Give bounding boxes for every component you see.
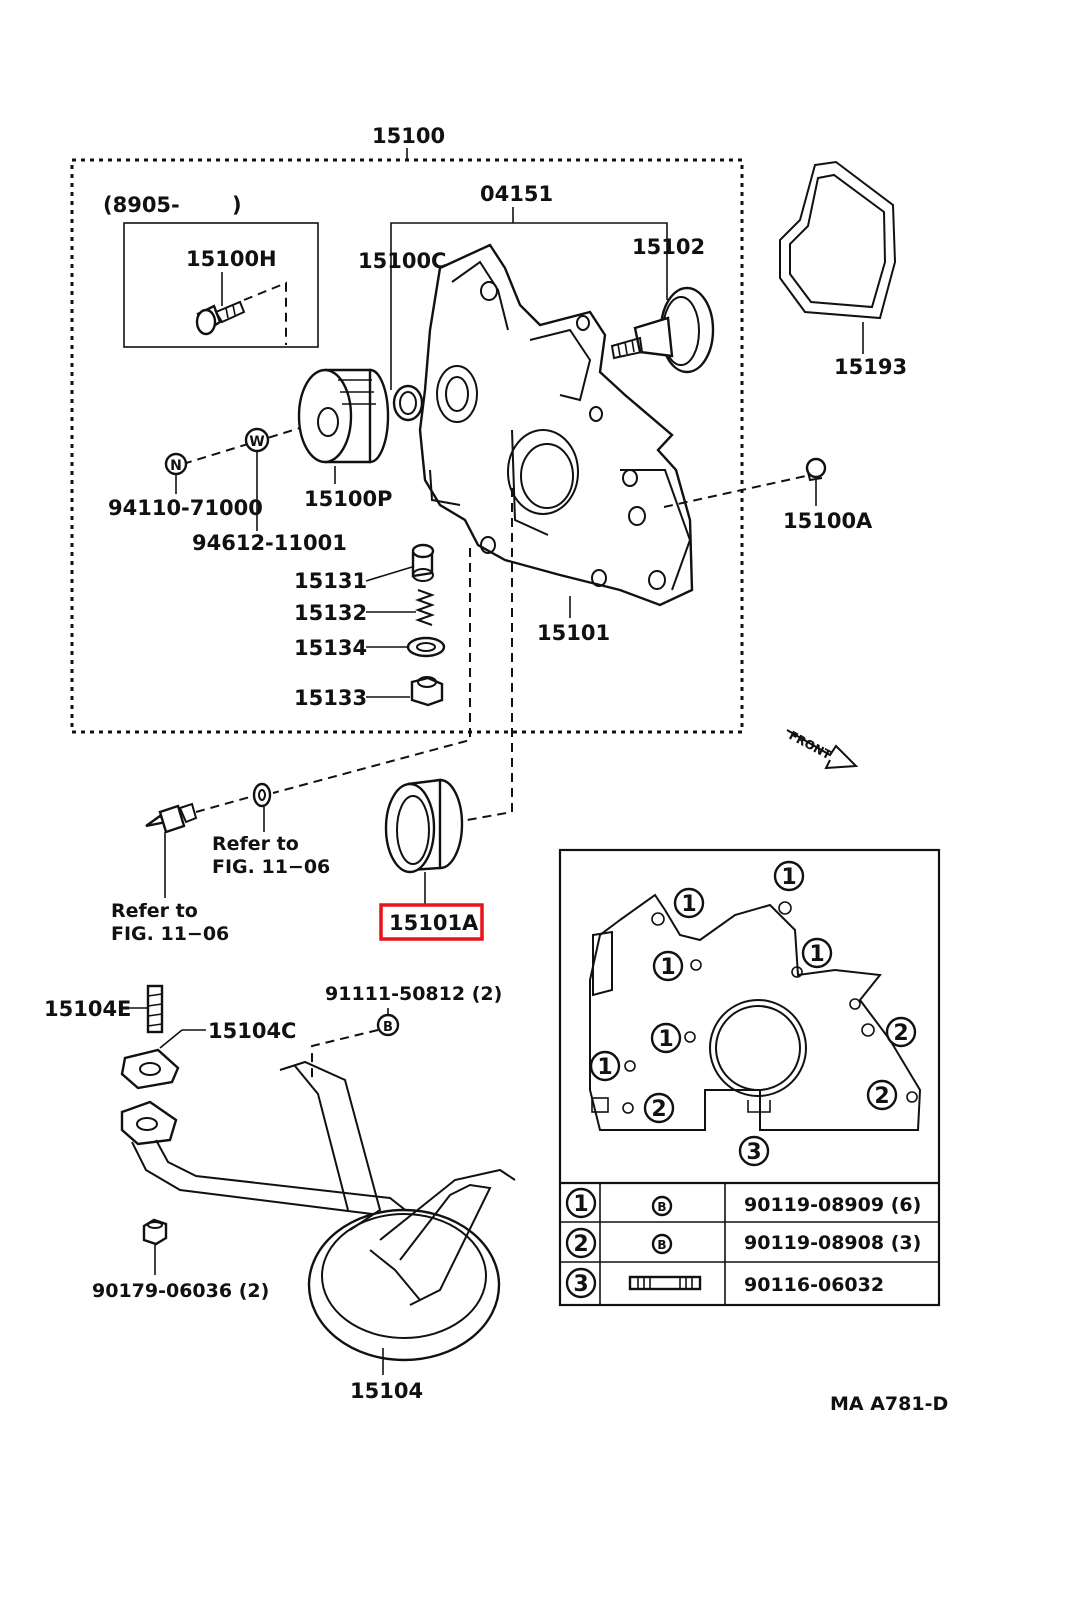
label-15133[interactable]: 15133: [294, 686, 367, 710]
svg-text:1: 1: [681, 892, 696, 917]
svg-text:B: B: [383, 1020, 393, 1035]
label-15131[interactable]: 15131: [294, 569, 367, 593]
svg-text:1: 1: [660, 955, 675, 980]
svg-text:W: W: [249, 434, 264, 450]
label-15102[interactable]: 15102: [632, 235, 705, 259]
plug-15133-icon[interactable]: [410, 676, 444, 707]
drive-gear-icon[interactable]: [297, 368, 390, 464]
svg-text:1: 1: [781, 865, 796, 890]
gasket-15134-icon[interactable]: [406, 636, 446, 658]
crankshaft-oil-seal-icon[interactable]: [384, 778, 464, 874]
bolt-b-icon[interactable]: B: [376, 1013, 400, 1037]
svg-text:3: 3: [746, 1140, 761, 1165]
label-refer1-b[interactable]: FIG. 11−06: [212, 856, 330, 878]
svg-text:90119-08908 (3): 90119-08908 (3): [744, 1232, 921, 1254]
label-15100P[interactable]: 15100P: [304, 487, 392, 511]
svg-text:2: 2: [874, 1084, 889, 1109]
nut-90179-icon[interactable]: [142, 1218, 168, 1246]
label-94612-11001[interactable]: 94612-11001: [192, 531, 347, 555]
label-refer2-b[interactable]: FIG. 11−06: [111, 923, 229, 945]
stud-15104E-icon[interactable]: [146, 984, 164, 1034]
detail-mark-1b: 1: [673, 887, 705, 919]
oil-strainer-icon[interactable]: [120, 1060, 516, 1362]
table-row[interactable]: 1 B 90119-08909 (6): [565, 1187, 921, 1219]
detail-mark-2b: 2: [866, 1079, 898, 1111]
plug-a-icon[interactable]: [805, 457, 827, 482]
label-91111-50812[interactable]: 91111-50812 (2): [325, 983, 502, 1005]
label-date-range-close: ): [232, 193, 242, 217]
front-arrow-icon: FRONT: [786, 728, 859, 770]
label-94110-71000[interactable]: 94110-71000: [108, 496, 263, 520]
detail-mark-1e: 1: [650, 1022, 682, 1054]
svg-text:3: 3: [573, 1272, 588, 1297]
label-15100A[interactable]: 15100A: [783, 509, 873, 533]
detail-mark-2a: 2: [885, 1016, 917, 1048]
svg-text:2: 2: [893, 1021, 908, 1046]
stud-bolt-icon: [628, 1275, 702, 1291]
oil-pump-body-icon[interactable]: [418, 243, 694, 607]
label-15134[interactable]: 15134: [294, 636, 367, 660]
rotor-icon[interactable]: [610, 286, 715, 374]
gasket-15104C-icon[interactable]: [120, 1048, 180, 1090]
label-front: FRONT: [787, 728, 835, 762]
cover-seal-icon[interactable]: [392, 384, 424, 422]
svg-text:B: B: [657, 1200, 666, 1214]
label-04151[interactable]: 04151: [480, 182, 553, 206]
svg-text:1: 1: [597, 1055, 612, 1080]
diagram-code: MA A781-D: [830, 1393, 948, 1415]
label-90179-06036[interactable]: 90179-06036 (2): [92, 1280, 269, 1302]
detail-mark-1d: 1: [801, 937, 833, 969]
detail-mark-1c: 1: [652, 950, 684, 982]
svg-text:1: 1: [658, 1027, 673, 1052]
label-15104C[interactable]: 15104C: [208, 1019, 296, 1043]
gasket-15193-icon[interactable]: [779, 160, 897, 320]
bolt-location-box: [558, 848, 941, 1307]
label-15132[interactable]: 15132: [294, 601, 367, 625]
relief-valve-icon[interactable]: [411, 543, 435, 582]
svg-text:90116-06032: 90116-06032: [744, 1274, 884, 1296]
oil-pressure-switch-icon[interactable]: [145, 802, 198, 834]
detail-mark-2c: 2: [643, 1092, 675, 1124]
label-15100H[interactable]: 15100H: [186, 247, 277, 271]
label-15104[interactable]: 15104: [350, 1379, 423, 1403]
label-refer2-a[interactable]: Refer to: [111, 900, 198, 922]
label-15100C[interactable]: 15100C: [358, 249, 446, 273]
svg-text:90119-08909 (6): 90119-08909 (6): [744, 1194, 921, 1216]
label-15100[interactable]: 15100: [372, 124, 445, 148]
svg-text:2: 2: [573, 1232, 588, 1257]
svg-text:2: 2: [651, 1097, 666, 1122]
table-row[interactable]: 2 B 90119-08908 (3): [565, 1227, 921, 1259]
label-15101[interactable]: 15101: [537, 621, 610, 645]
label-15104E[interactable]: 15104E: [44, 997, 131, 1021]
bolt-h-box: [123, 222, 319, 348]
label-15101A[interactable]: 15101A: [389, 911, 479, 935]
highlight-box: [379, 903, 484, 941]
svg-text:1: 1: [573, 1192, 588, 1217]
detail-mark-1f: 1: [589, 1050, 621, 1082]
table-row[interactable]: 3 90116-06032: [565, 1267, 884, 1299]
bolt-h-icon[interactable]: [195, 300, 246, 336]
label-date-range: (8905-: [103, 193, 180, 217]
label-refer1-a[interactable]: Refer to: [212, 833, 299, 855]
svg-text:N: N: [170, 458, 182, 474]
detail-mark-3: 3: [738, 1135, 770, 1167]
detail-mark-1a: 1: [773, 860, 805, 892]
switch-washer-icon[interactable]: [252, 782, 272, 808]
pump-outline-detail-icon: [589, 893, 922, 1131]
washer-w-icon[interactable]: W: [244, 427, 270, 453]
label-15193[interactable]: 15193: [834, 355, 907, 379]
washer-n-icon[interactable]: N: [164, 452, 188, 476]
svg-text:B: B: [657, 1238, 666, 1252]
svg-text:1: 1: [809, 942, 824, 967]
relief-spring-icon[interactable]: [415, 589, 435, 626]
